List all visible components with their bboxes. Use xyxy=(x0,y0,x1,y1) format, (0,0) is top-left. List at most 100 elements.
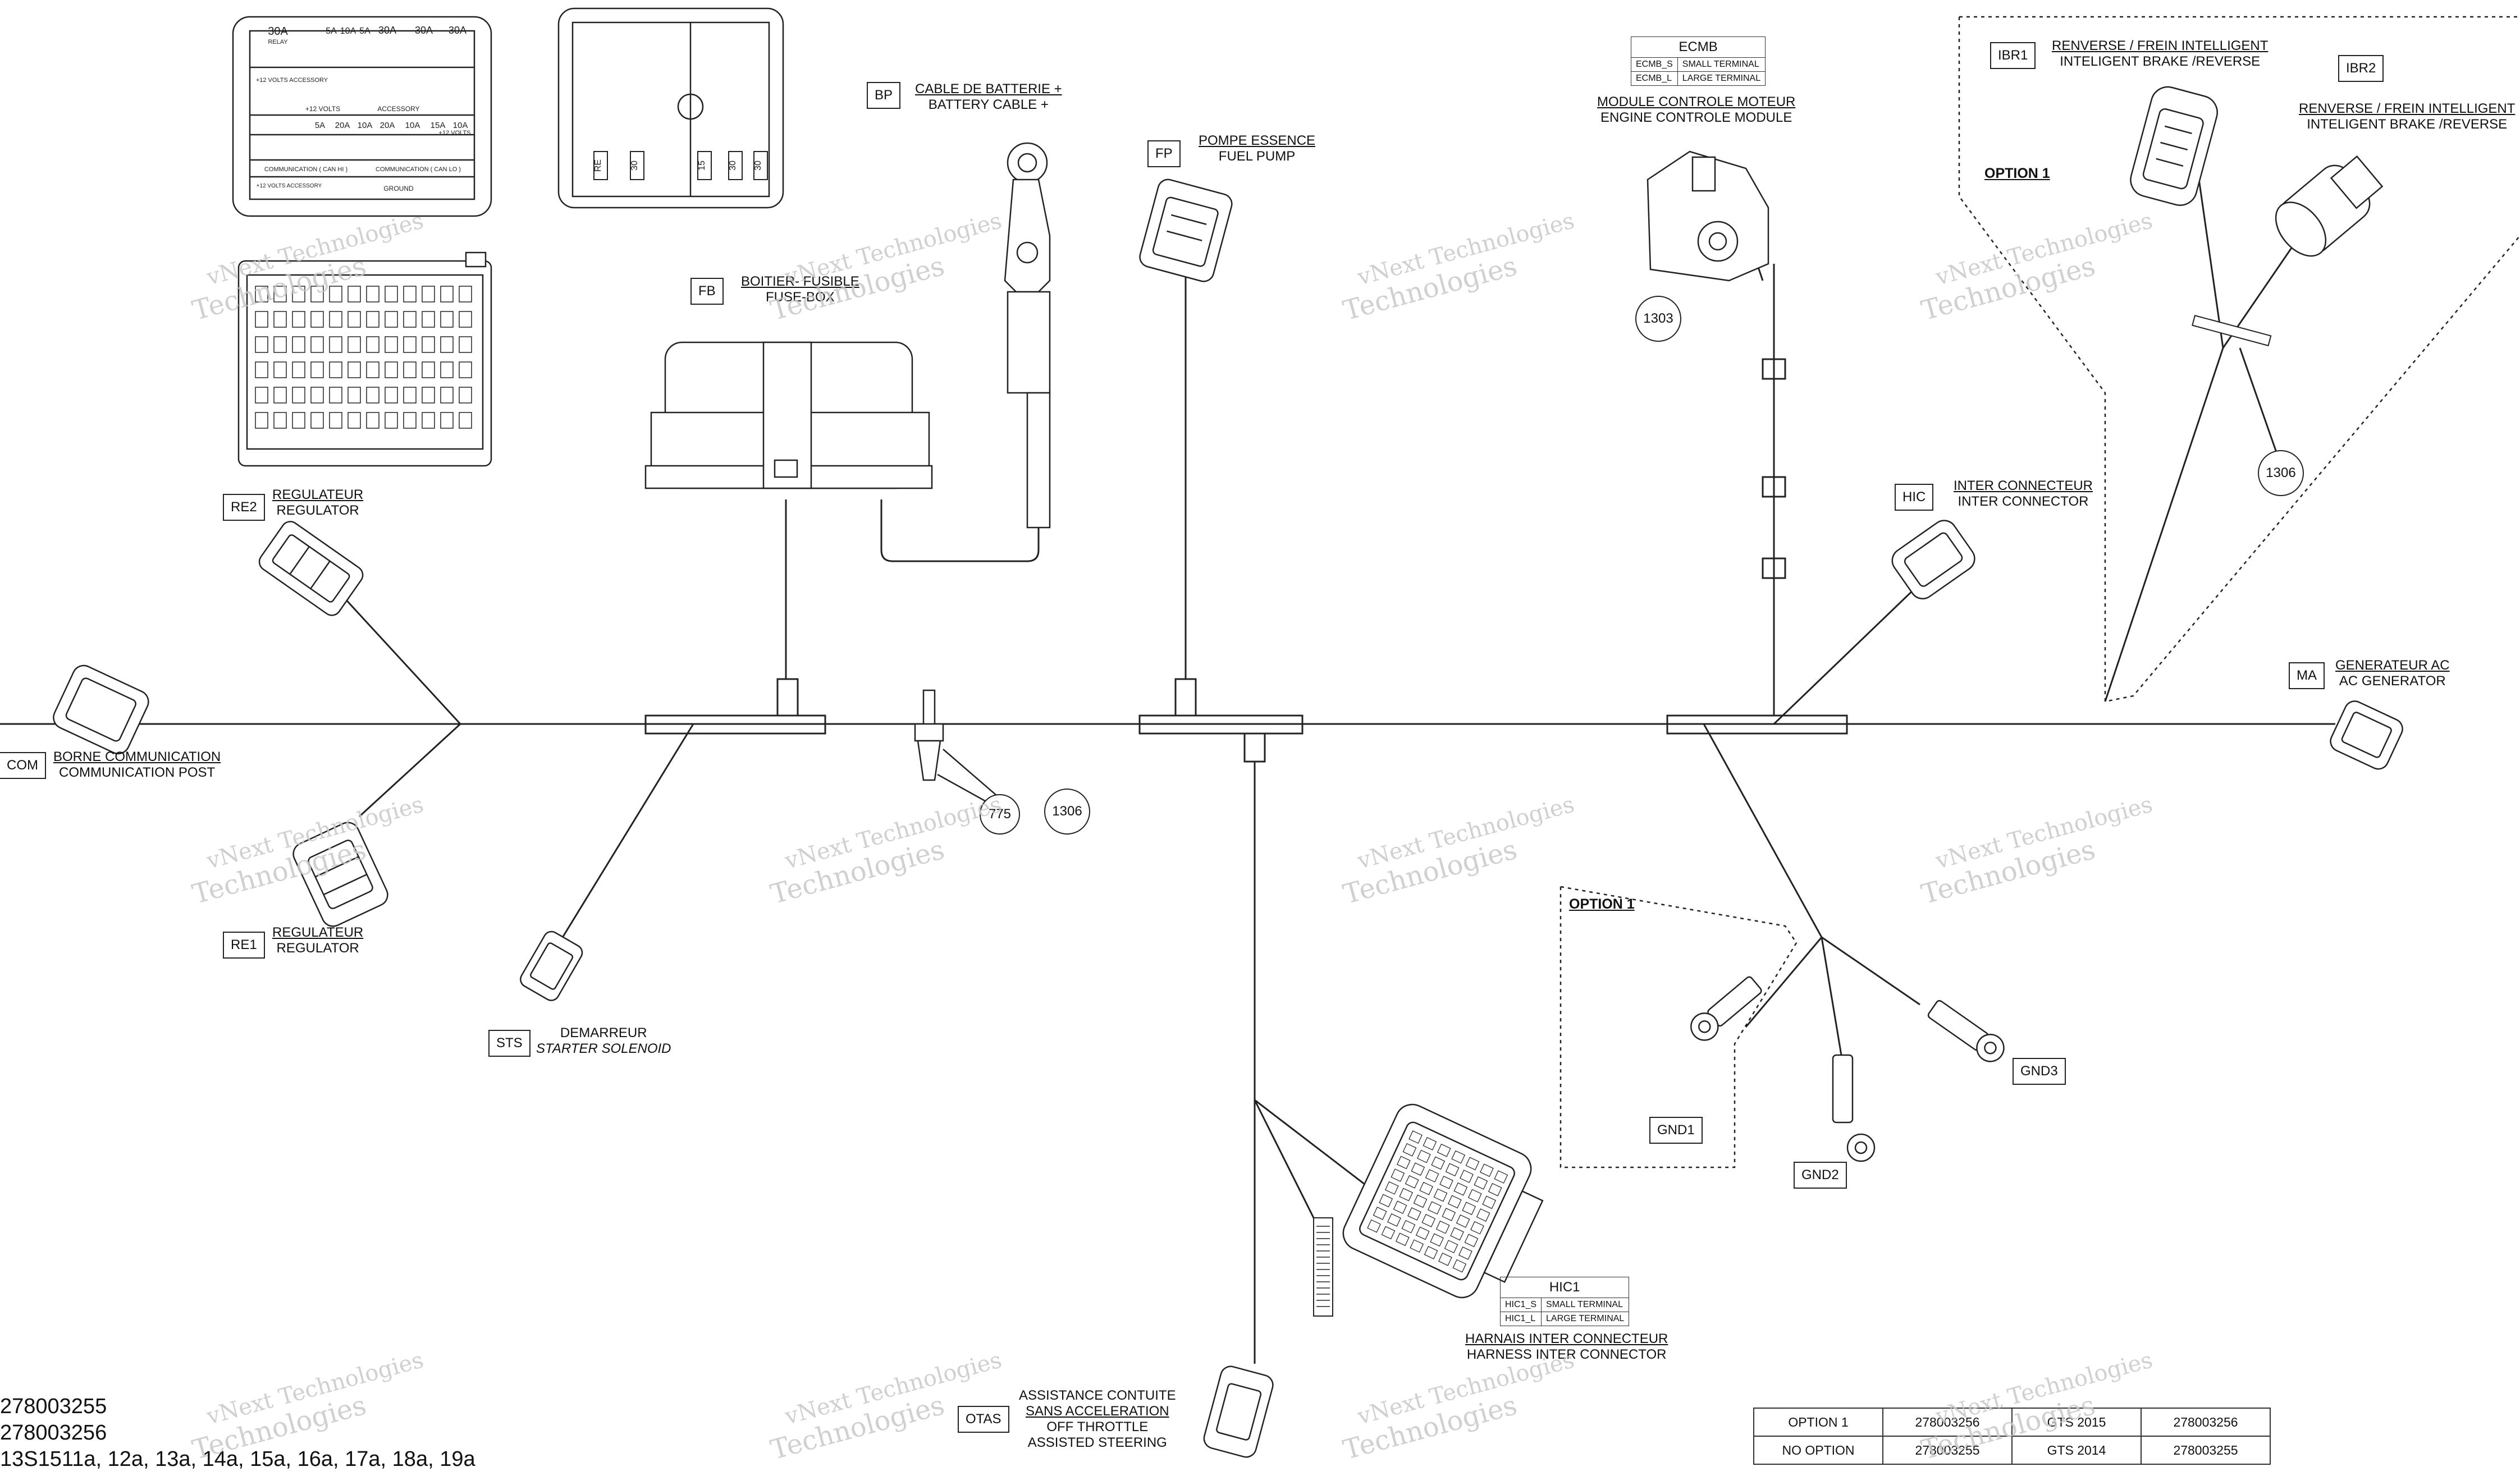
fuse-connector-cavity xyxy=(255,387,268,404)
fuse-connector-cavity xyxy=(385,387,398,404)
fuse-connector-cavity xyxy=(329,286,342,302)
fuse-connector-cavity xyxy=(329,311,342,328)
relay-slot xyxy=(753,151,768,180)
relay-slot xyxy=(697,151,712,180)
fuse-connector-cavity xyxy=(329,412,342,429)
option-table-cell: 278003256 xyxy=(2141,1408,2271,1437)
code-com: COM xyxy=(0,752,46,779)
gnd3-ring-terminal xyxy=(1927,1000,2005,1062)
fuse-connector-cavity xyxy=(459,336,472,353)
hic1-cavity xyxy=(1410,1239,1424,1253)
fuse-row2-4: 10A xyxy=(405,121,420,130)
fuse-connector-cavity xyxy=(292,336,305,353)
hic1-cavity xyxy=(1480,1163,1494,1177)
ma-ac-generator-connector xyxy=(2330,700,2403,770)
fuse-connector-cavity xyxy=(292,361,305,378)
fuse-connector-cavity xyxy=(422,311,435,328)
fuse-row2-2: 10A xyxy=(358,121,373,130)
fuse-connector-cavity xyxy=(347,412,361,429)
fuse-connector-cavity xyxy=(310,412,324,429)
fuse-connector-cavity xyxy=(440,361,454,378)
hic1-cavity xyxy=(1430,1233,1444,1247)
hic1-cavity xyxy=(1399,1188,1413,1202)
re1-regulator-connector xyxy=(292,822,388,927)
option-table-cell: NO OPTION xyxy=(1753,1436,1883,1465)
hic1-cavity xyxy=(1405,1175,1419,1189)
fuse-connector-cavity xyxy=(403,387,417,404)
code-sts: STS xyxy=(488,1030,530,1057)
hic1-cavity xyxy=(1467,1189,1482,1203)
hic1-cavity xyxy=(1379,1194,1393,1208)
fuse-row2-3: 20A xyxy=(380,121,395,130)
hic1-cavity xyxy=(1450,1227,1464,1241)
fuse-connector-cavity xyxy=(366,311,379,328)
code-gnd3: GND3 xyxy=(2013,1058,2066,1085)
option-table: OPTION 1 278003256 GTS 2015 278003256 NO… xyxy=(1753,1408,2271,1465)
fuse-connector-cavity xyxy=(310,286,324,302)
fuse-connector-cavity xyxy=(273,361,287,378)
fuse-connector-cavity xyxy=(403,286,417,302)
relay-slot xyxy=(593,151,608,180)
fuse-connector-cavity xyxy=(459,361,472,378)
com-connector xyxy=(53,664,149,755)
fuse-connector-cavity xyxy=(292,311,305,328)
fuse-connector-cavity xyxy=(255,286,268,302)
fuse-connector-cavity xyxy=(273,387,287,404)
fuse-comm-lo: COMMUNICATION ( CAN LO ) xyxy=(376,166,461,173)
fuse-connector-cavity xyxy=(459,286,472,302)
fuse-row1-5: 30A xyxy=(415,25,433,36)
hic1-cavity xyxy=(1408,1130,1423,1144)
option1-ground-label: OPTION 1 xyxy=(1569,896,1635,912)
hic1-cavity xyxy=(1367,1219,1381,1233)
fuse-connector-cavity xyxy=(347,311,361,328)
fuse-connector-cavity xyxy=(347,286,361,302)
junction-plate-fb xyxy=(644,714,826,735)
hic1-cavity xyxy=(1456,1214,1470,1228)
fuse-connector-cavity xyxy=(347,387,361,404)
hic1-cavity xyxy=(1462,1202,1476,1216)
label-bp: CABLE DE BATTERIE +BATTERY CABLE + xyxy=(915,81,1062,112)
fuse-connector-cavity xyxy=(366,412,379,429)
hic1-cavity xyxy=(1437,1143,1451,1157)
hic1-cavity xyxy=(1381,1226,1396,1240)
fuse-accessory-bottom: +12 VOLTS ACCESSORY xyxy=(257,183,322,189)
code-re2: RE2 xyxy=(223,494,265,521)
fuse-ground: GROUND xyxy=(383,185,414,192)
fuse-connector-cavity xyxy=(255,361,268,378)
model-codes: 13S1511a, 12a, 13a, 14a, 15a, 16a, 17a, … xyxy=(0,1447,475,1471)
hic1-cavity xyxy=(1393,1200,1407,1214)
fuse-connector-cavity xyxy=(366,286,379,302)
fuse-connector-cavity xyxy=(385,412,398,429)
fuse-connector-cavity xyxy=(385,311,398,328)
ecmb-table-cell: LARGE TERMINAL xyxy=(1677,71,1766,86)
bubble-1306-top: 1306 xyxy=(2258,450,2304,496)
fuse-comm-hi: COMMUNICATION ( CAN HI ) xyxy=(264,166,347,173)
hic1-cavity xyxy=(1458,1246,1472,1260)
option-table-cell: 278003255 xyxy=(1882,1436,2013,1465)
hic1-cavity xyxy=(1465,1157,1480,1171)
ecmb-table-cell: ECMB_L xyxy=(1631,71,1678,86)
hic1-cavity xyxy=(1452,1259,1467,1273)
code-ma: MA xyxy=(2289,662,2325,689)
fuse-connector-cavity xyxy=(403,361,417,378)
fuse-connector-cavity xyxy=(440,412,454,429)
fuse-connector-cavity xyxy=(292,412,305,429)
hic1-cavity xyxy=(1391,1168,1405,1182)
code-gnd2: GND2 xyxy=(1794,1162,1847,1189)
fuse-connector-cavity xyxy=(347,361,361,378)
fuse-connector-cavity xyxy=(459,311,472,328)
fuse-connector-cavity xyxy=(440,387,454,404)
hic1-table-cell: HIC1_S xyxy=(1499,1298,1542,1312)
code-re1: RE1 xyxy=(223,932,265,959)
option-table-cell: OPTION 1 xyxy=(1753,1408,1883,1437)
fuse-connector-cavity xyxy=(329,387,342,404)
relay-slot xyxy=(630,151,644,180)
option-table-cell: GTS 2015 xyxy=(2011,1408,2142,1437)
hic1-cavity xyxy=(1373,1207,1387,1220)
hic1-table-cell: LARGE TERMINAL xyxy=(1541,1312,1630,1326)
